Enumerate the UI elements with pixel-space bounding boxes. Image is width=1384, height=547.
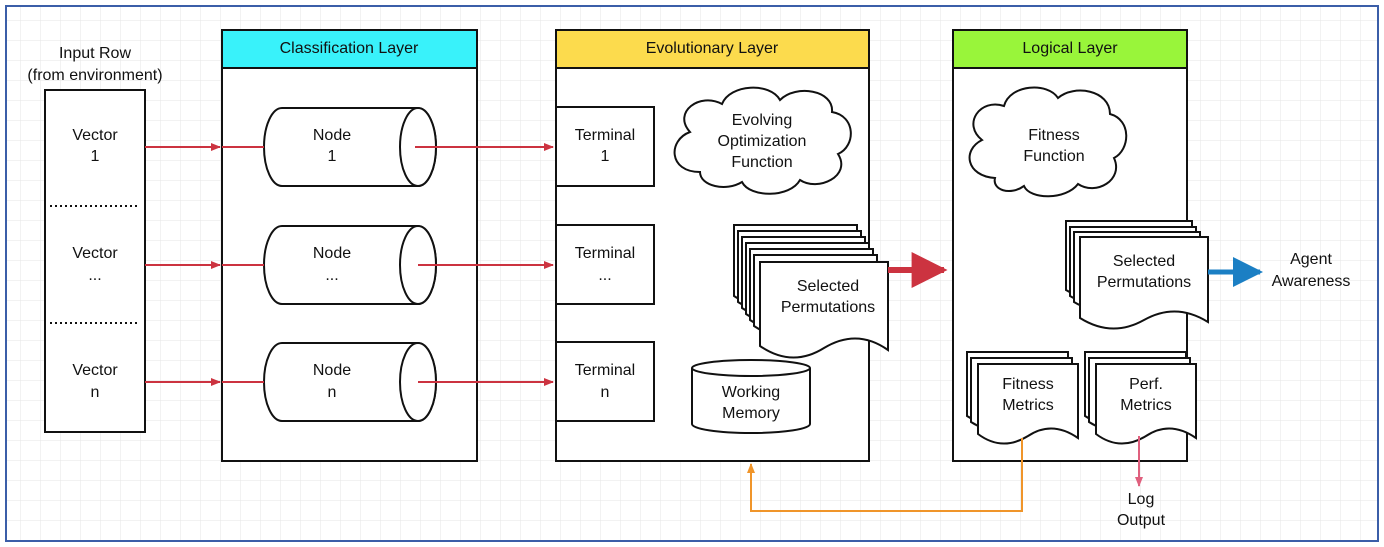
terminal-label: Terminal [575, 127, 635, 144]
node-1: Node 1 [263, 107, 437, 187]
terminal-1: Terminal 1 [555, 106, 655, 187]
perf-metrics: Perf. Metrics [1084, 351, 1197, 445]
logical-selected-permutations: Selected Permutations [1065, 220, 1209, 330]
classification-layer-header [221, 29, 478, 69]
agent-awareness-line1: Agent [1290, 251, 1332, 268]
vector-1: Vector 1 [72, 127, 118, 165]
cloud-shape [968, 86, 1128, 198]
fitness-metrics-text-line2: Metrics [1002, 397, 1054, 414]
document-sheet-front [977, 363, 1079, 445]
cloud-shape [673, 86, 852, 195]
logical-layer-header [952, 29, 1188, 69]
evolutionary-layer-header [555, 29, 870, 69]
terminal-label: Terminal [575, 362, 635, 379]
memory-cylinder-top [691, 359, 811, 377]
evolutionary-layer: Evolutionary Layer Terminal 1 Terminal .… [555, 29, 889, 462]
logical-layer: Logical Layer Fitness Function Selected … [952, 29, 1209, 462]
perf-metrics-text-line2: Metrics [1120, 397, 1172, 414]
document-sheet-front [1095, 363, 1197, 445]
terminal-box [555, 106, 655, 187]
vector-middle: Vector ... [72, 245, 118, 284]
node-label: Node [313, 362, 351, 379]
terminal-middle: Terminal ... [555, 224, 655, 305]
terminal-n: Terminal n [555, 341, 655, 422]
document-sheet-front [1079, 236, 1209, 330]
fitness-metrics: Fitness Metrics [966, 351, 1079, 445]
permutations-text-line1: Selected [1113, 253, 1175, 270]
terminal-label: Terminal [575, 245, 635, 262]
classification-layer-title: Classification Layer [280, 40, 419, 57]
input-row-box [44, 89, 146, 433]
input-title-line2: (from environment) [27, 67, 162, 84]
agent-awareness-line2: Awareness [1272, 273, 1351, 290]
cloud-text-line2: Function [1023, 148, 1084, 165]
memory-cylinder-body [691, 368, 811, 434]
node-to-terminal-arrows [415, 143, 554, 386]
fitness-metrics-text-line1: Fitness [1002, 376, 1054, 393]
cloud-text-line3: Function [731, 154, 792, 171]
vector-index: 1 [91, 148, 100, 165]
logical-layer-title: Logical Layer [1022, 40, 1118, 57]
memory-text-line1: Working [722, 384, 780, 401]
working-memory: Working Memory [691, 359, 811, 434]
log-output-line1: Log [1128, 491, 1155, 508]
fitness-function-cloud: Fitness Function [968, 86, 1128, 198]
vector-label: Vector [72, 245, 118, 262]
memory-text-line2: Memory [722, 405, 780, 422]
vector-index: ... [88, 267, 101, 284]
vector-label: Vector [72, 127, 118, 144]
input-to-node-arrows [145, 143, 264, 386]
document-sheet-front [759, 261, 889, 359]
permutations-text-line2: Permutations [1097, 274, 1191, 291]
classification-layer: Classification Layer Node 1 Node ... Nod… [221, 29, 478, 462]
node-label: Node [313, 245, 351, 262]
vector-n: Vector n [72, 362, 118, 401]
permutations-text-line2: Permutations [781, 299, 875, 316]
cloud-text-line2: Optimization [718, 133, 807, 150]
perf-metrics-text-line1: Perf. [1129, 376, 1163, 393]
terminal-index: ... [598, 267, 611, 284]
agent-awareness-output: Agent Awareness [1272, 251, 1351, 290]
node-index: ... [325, 267, 338, 284]
vector-index: n [91, 384, 100, 401]
node-n: Node n [263, 342, 437, 422]
terminal-box [555, 341, 655, 422]
evolutionary-layer-title: Evolutionary Layer [646, 40, 779, 57]
node-label: Node [313, 127, 351, 144]
feedback-arrow-fitness-to-evolutionary [747, 438, 1023, 512]
node-index: 1 [328, 148, 337, 165]
permutations-text-line1: Selected [797, 278, 859, 295]
terminal-box [555, 224, 655, 305]
node-middle: Node ... [263, 225, 437, 305]
log-output: Log Output [1117, 491, 1166, 529]
input-title-line1: Input Row [59, 45, 131, 62]
cloud-text-line1: Fitness [1028, 127, 1080, 144]
input-row: Input Row (from environment) Vector 1 Ve… [27, 45, 163, 433]
log-output-line2: Output [1117, 512, 1166, 529]
evolutionary-selected-permutations: Selected Permutations [733, 224, 889, 359]
vector-label: Vector [72, 362, 118, 379]
evolving-optimization-cloud: Evolving Optimization Function [673, 86, 852, 195]
terminal-index: 1 [601, 148, 610, 165]
node-index: n [328, 384, 337, 401]
terminal-index: n [601, 384, 610, 401]
cloud-text-line1: Evolving [732, 112, 792, 129]
